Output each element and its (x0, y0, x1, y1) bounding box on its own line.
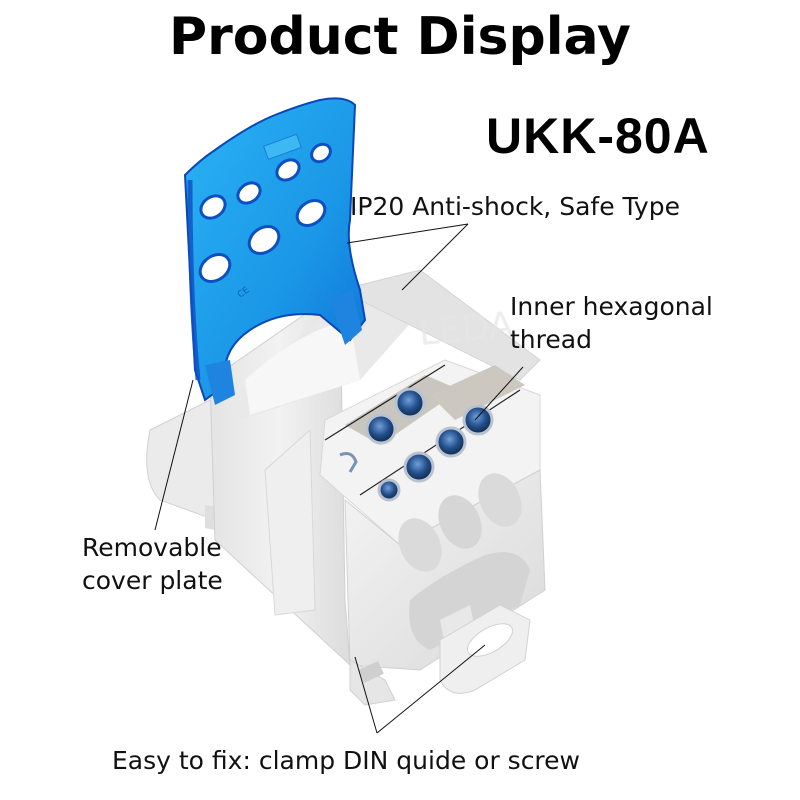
callout-ip20-anti-shock: IP20 Anti-shock, Safe Type (350, 192, 680, 221)
callout-inner-hexagonal-thread: Inner hexagonal thread (510, 290, 713, 356)
leader-lines (154, 223, 524, 734)
page-title: Product Display (169, 7, 631, 67)
callout-easy-to-fix: Easy to fix: clamp DIN quide or screw (112, 746, 580, 775)
callout-line: Removable (82, 533, 222, 562)
svg-text:LEDA: LEDA (417, 305, 515, 354)
model-number: UKK-80A (486, 108, 710, 164)
callout-line: thread (510, 325, 592, 354)
callout-line: cover plate (82, 566, 223, 595)
blue-cover-plate: CE (183, 97, 367, 405)
hex-screws (339, 387, 494, 502)
callout-removable-cover-plate: Removable cover plate (82, 531, 223, 597)
callout-line: Inner hexagonal (510, 292, 713, 321)
